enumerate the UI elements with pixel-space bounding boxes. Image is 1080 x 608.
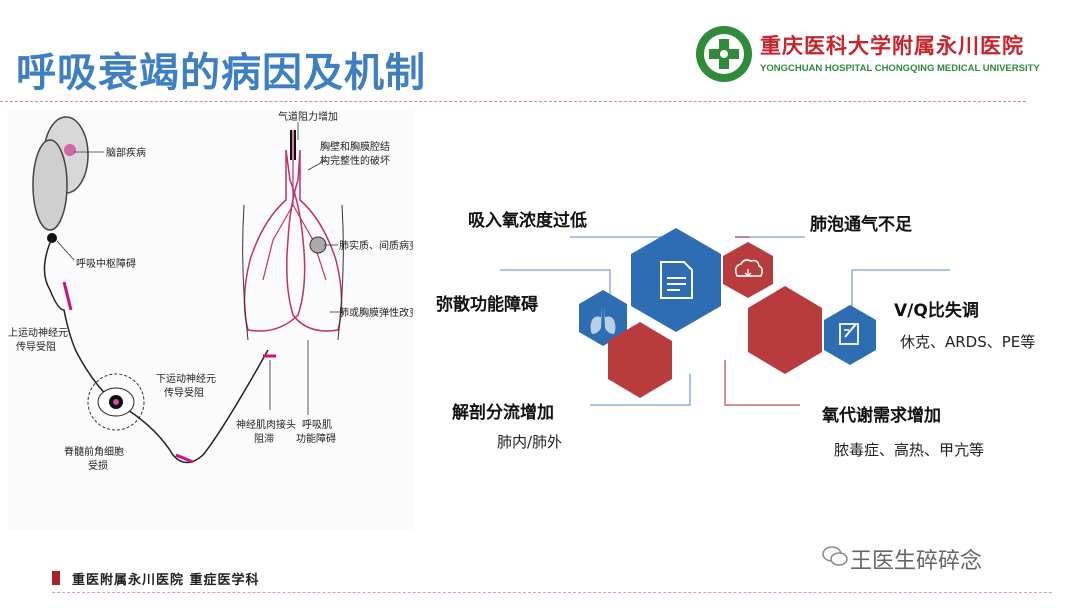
footer-accent-bar <box>52 571 60 585</box>
cause-inhaled-o2: 吸入氧浓度过低 <box>468 211 587 231</box>
logo-chinese-name: 重庆医科大学附属永川医院 <box>760 33 1024 58</box>
hospital-emblem-icon <box>696 26 752 82</box>
brain-illustration <box>32 116 89 243</box>
document-icon <box>660 261 693 299</box>
label-chest-wall-2: 构完整性的破坏 <box>320 154 390 167</box>
lungs-icon <box>590 306 616 334</box>
lungs-illustration <box>242 130 344 341</box>
label-airway: 气道阻力增加 <box>278 110 338 123</box>
label-nmj-1: 神经肌肉接头 <box>236 418 296 431</box>
label-lower-motor-2: 传导受阻 <box>164 387 204 399</box>
cause-shunt: 解剖分流增加 <box>452 403 554 423</box>
hexagon-o2-demand <box>748 286 822 374</box>
edit-icon <box>839 323 859 345</box>
hexagon-inhaled-o2 <box>631 228 721 332</box>
vq-examples: 休克、ARDS、PE等 <box>900 333 1036 351</box>
label-resp-muscle-1: 呼吸肌 <box>302 419 332 431</box>
shunt-examples: 肺内/肺外 <box>497 433 563 451</box>
label-nmj-2: 阻滞 <box>254 433 274 445</box>
watermark: 王医生碎碎念 <box>850 549 983 574</box>
o2-demand-examples: 脓毒症、高热、甲亢等 <box>834 441 985 459</box>
label-lower-motor-1: 下运动神经元 <box>156 372 216 385</box>
label-resp-center: 呼吸中枢障碍 <box>76 257 136 270</box>
cause-vq: V/Q比失调 <box>894 301 979 321</box>
label-upper-motor-1: 上运动神经元 <box>8 326 68 339</box>
hexagon-vq <box>824 305 876 365</box>
logo-english-name: YONGCHUAN HOSPITAL CHONGQING MEDICAL UNI… <box>760 63 1040 74</box>
footer-divider <box>52 592 1052 593</box>
label-parenchyma: 肺实质、间质病变 <box>339 239 413 252</box>
hexagon-diffusion <box>579 290 627 346</box>
label-chest-wall-1: 胸壁和胸膜腔结 <box>320 140 390 153</box>
header-divider <box>0 101 1026 102</box>
label-upper-motor-2: 传导受阻 <box>16 341 56 353</box>
label-elasticity: 肺或胸膜弹性改变 <box>339 306 413 319</box>
label-anterior-horn-2: 受损 <box>88 459 108 472</box>
connector-lines-red <box>724 236 800 406</box>
cloud-icon <box>734 259 763 277</box>
cause-o2-demand: 氧代谢需求增加 <box>822 406 941 426</box>
hospital-logo: 重庆医科大学附属永川医院 YONGCHUAN HOSPITAL CHONGQIN… <box>694 22 1044 92</box>
hexagon-shunt <box>608 322 672 398</box>
cause-alveolar: 肺泡通气不足 <box>810 215 912 235</box>
label-resp-muscle-2: 功能障碍 <box>296 432 336 445</box>
wechat-icon <box>822 546 848 566</box>
footer-department: 重医附属永川医院 重症医学科 <box>72 573 260 588</box>
lower-motor-lesion <box>175 453 194 464</box>
spinal-cord-illustration <box>87 373 145 431</box>
slide-title: 呼吸衰竭的病因及机制 <box>16 50 426 96</box>
label-anterior-horn-1: 脊髓前角细胞 <box>64 445 124 458</box>
label-brain: 脑部疾病 <box>106 146 146 159</box>
upper-motor-lesion <box>62 281 73 311</box>
cause-diffusion: 弥散功能障碍 <box>436 295 538 315</box>
respiratory-failure-diagram: 脑部疾病 呼吸中枢障碍 上运动神经元 传导受阻 下运动神经元 传导受阻 脊髓前角… <box>8 110 413 530</box>
